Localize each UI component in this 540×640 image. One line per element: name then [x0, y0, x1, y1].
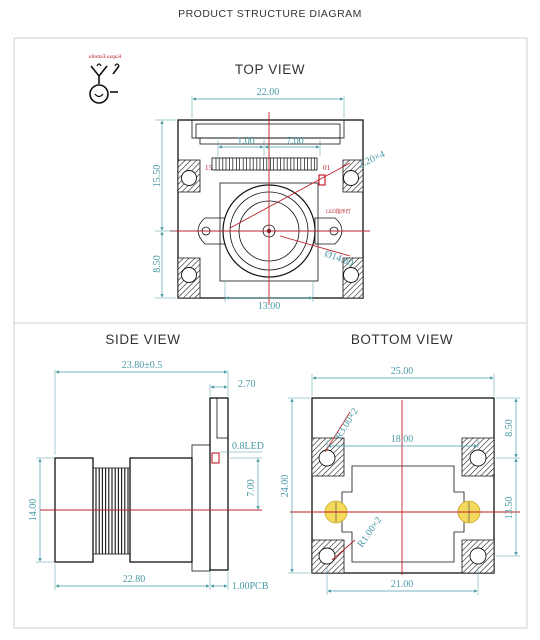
dim-pitch-left: 1.00: [237, 136, 255, 147]
connector-pin: [215, 157, 220, 171]
bottom-view-drawing: [290, 397, 520, 575]
dim-side-total: 23.80±0.5: [122, 360, 163, 371]
led-label: LED指示灯: [326, 208, 351, 215]
connector-pin: [310, 157, 315, 171]
lower-views-frame: [13, 322, 528, 629]
bottom-view-title: BOTTOM VIEW: [351, 332, 453, 347]
connector-pin: [304, 157, 308, 171]
connector-pin: [290, 157, 295, 171]
dim-right-lower: 13.50: [504, 497, 515, 520]
connector-pin: [256, 157, 261, 171]
dim-height-lower: 8.50: [152, 255, 163, 273]
dim-side-height: 14.00: [28, 499, 39, 522]
dim-pcb: 1.00PCB: [232, 581, 269, 592]
top-view-dimensions: 22.00 1.00 7.00 15.50 8.50 2.20×4 Ø14.00…: [152, 87, 387, 312]
dim-side-center: 7.00: [246, 479, 257, 497]
side-view-drawing: [40, 397, 262, 572]
dim-lens-length: 22.80: [123, 574, 146, 585]
mirrored-logo-icon: Kapaa Estrella: [88, 54, 121, 104]
connector-pin: [222, 157, 227, 171]
side-view-title: SIDE VIEW: [105, 332, 180, 347]
dim-bottom-height: 24.00: [280, 475, 291, 498]
dim-pcb-thickness: 2.70: [238, 379, 256, 390]
connector-pin: [242, 157, 247, 171]
dim-bottom-total-width: 25.00: [391, 366, 414, 377]
dim-top-width: 22.00: [257, 87, 280, 98]
connector-pin: [229, 157, 234, 171]
connector-pin: [283, 157, 288, 171]
connector-pin: [263, 157, 268, 171]
pin-label-01: 01: [323, 164, 331, 172]
connector-pin: [276, 157, 281, 171]
dim-hole-spacing: 18.00: [391, 434, 414, 445]
logo-text: Kapaa Estrella: [88, 54, 121, 60]
top-view-pin-labels: 15 01: [205, 164, 331, 172]
connector-pin: [297, 157, 302, 171]
top-view-title: TOP VIEW: [235, 62, 305, 77]
dim-pitch-right: 7.00: [286, 136, 304, 147]
dim-bottom-width: 13.00: [258, 301, 281, 312]
connector-pin: [249, 157, 254, 171]
dim-bottom-21: 21.00: [391, 579, 414, 590]
connector-pin: [270, 157, 274, 171]
diagram-title: PRODUCT STRUCTURE DIAGRAM: [178, 8, 362, 20]
pin-label-15: 15: [205, 164, 213, 172]
dim-height-upper: 15.50: [152, 165, 163, 188]
top-view-board: LED指示灯: [170, 112, 370, 305]
connector-pin: [236, 157, 240, 171]
side-view-dimensions: 23.80±0.5 2.70 0.8LED 7.00 14.00 22.80 1…: [28, 360, 269, 592]
dim-right-upper: 8.50: [504, 419, 515, 437]
dim-led: 0.8LED: [232, 441, 264, 452]
